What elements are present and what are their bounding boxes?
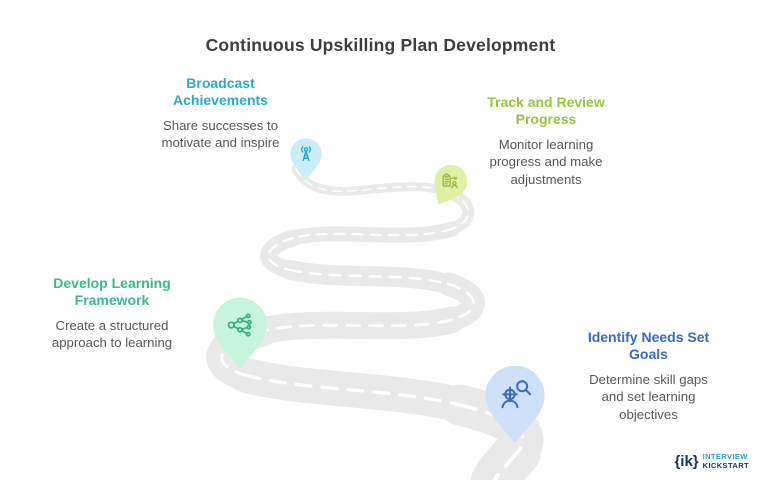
milestone-heading: Track and Review Progress	[487, 94, 605, 127]
identify-pin	[485, 365, 545, 444]
search-person-icon	[501, 380, 532, 409]
milestone-heading: Develop Learning Framework	[53, 275, 171, 308]
milestone-heading: Broadcast Achievements	[173, 75, 268, 108]
page-title: Continuous Upskilling Plan Development	[205, 35, 556, 55]
milestone-broadcast-achievements: Broadcast Achievements Share successes t…	[118, 75, 323, 152]
logo-line-interview: INTERVIEW	[702, 452, 748, 462]
develop-pin	[213, 297, 267, 369]
track-pin	[434, 164, 468, 205]
milestone-body: Create a structured approach to learning	[51, 318, 173, 351]
logo-wordmark: INTERVIEW KICKSTART	[702, 452, 749, 470]
broadcast-tower-icon	[300, 146, 312, 162]
milestone-develop-learning-framework: Develop Learning Framework Create a stru…	[10, 275, 214, 352]
milestone-body: Share successes to motivate and inspire	[161, 118, 280, 151]
winding-road	[206, 164, 544, 480]
logo-line-kickstart: KICKSTART	[702, 460, 749, 470]
milestone-body: Monitor learning progress and make adjus…	[489, 137, 603, 187]
clipboard-person-icon	[442, 173, 458, 189]
interview-kickstart-logo: {ik} INTERVIEW KICKSTART	[674, 452, 749, 470]
milestone-pins	[213, 138, 545, 444]
milestone-body: Determine skill gaps and set learning ob…	[589, 372, 708, 422]
milestone-identify-needs-set-goals: Identify Needs Set Goals Determine skill…	[546, 329, 751, 423]
ik-logo-mark: {ik}	[674, 453, 699, 470]
network-nodes-icon	[227, 313, 252, 337]
milestone-track-review-progress: Track and Review Progress Monitor learni…	[448, 94, 644, 188]
milestone-heading: Identify Needs Set Goals	[587, 329, 710, 362]
